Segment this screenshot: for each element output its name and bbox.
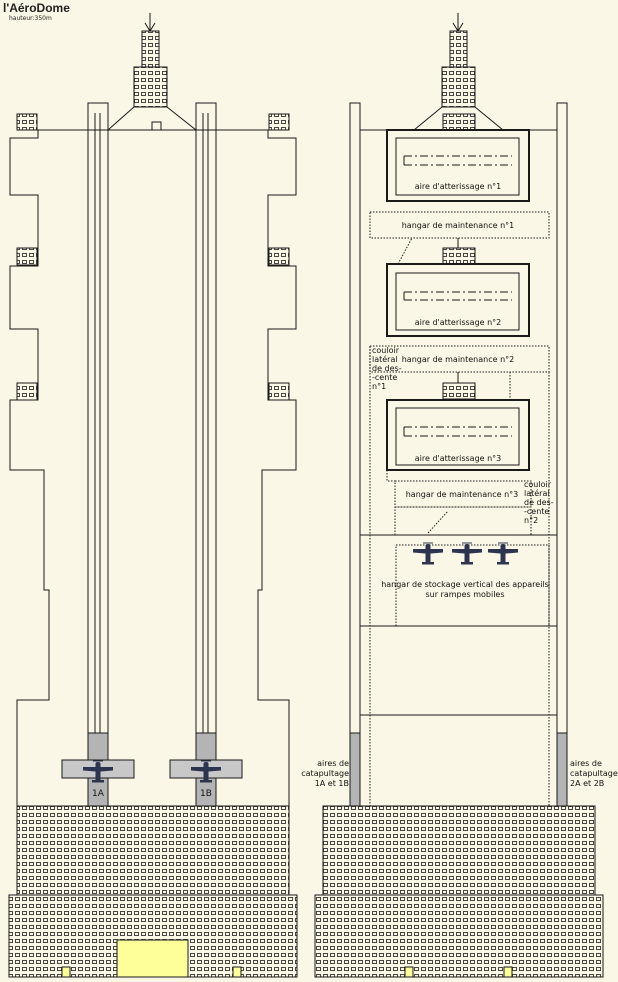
- svg-text:catapultage: catapultage: [570, 769, 618, 778]
- spire-upper: [141, 30, 160, 68]
- catapult-2-right: [556, 732, 568, 807]
- left-elevation: [8, 13, 298, 978]
- runway-1: [386, 129, 530, 202]
- svg-text:aires de: aires de: [317, 759, 349, 768]
- catapult-1A-label: 1A: [92, 789, 105, 799]
- catapult-left-label: aires de catapultage 1A et 1B: [301, 759, 349, 788]
- svg-text:n°2: n°2: [524, 516, 538, 525]
- svg-text:aires de: aires de: [570, 759, 602, 768]
- corridor-2-label: couloir latéral de des- -cente n°2: [524, 480, 554, 525]
- corridor-1-label: couloir latéral de des- -cente n°1: [372, 346, 402, 391]
- shaft-1A: [87, 102, 109, 807]
- svg-text:latéral: latéral: [372, 354, 398, 364]
- facade-left-profile: [9, 129, 88, 806]
- wall-right: [556, 102, 568, 807]
- page-title: l'AéroDome: [3, 1, 70, 15]
- right-section: [314, 13, 604, 978]
- hangar-1: [369, 211, 550, 239]
- airplane-icon: [412, 542, 444, 565]
- airplane-icon: [487, 542, 519, 565]
- hangar-3-label: hangar de maintenance n°3: [406, 490, 519, 499]
- runway-1-label: aire d'atterissage n°1: [415, 182, 502, 191]
- catapult-2-left: [349, 732, 361, 807]
- hangar-1-label: hangar de maintenance n°1: [402, 221, 515, 230]
- svg-text:de des-: de des-: [372, 364, 402, 373]
- svg-text:hangar de stockage vertical de: hangar de stockage vertical des appareil…: [381, 580, 549, 589]
- svg-text:1A et 1B: 1A et 1B: [315, 779, 349, 788]
- spire-roof-right: [166, 106, 216, 131]
- svg-text:latéral: latéral: [524, 488, 550, 498]
- base-upper: [16, 805, 290, 896]
- svg-text:de des-: de des-: [524, 498, 554, 507]
- airplane-icon: [451, 542, 483, 565]
- facade-right-profile: [216, 129, 297, 806]
- down-arrow-icon: [144, 13, 156, 32]
- spire-lower: [133, 66, 168, 108]
- page-subtitle: hauteur:350m: [9, 15, 52, 22]
- shaft-1B: [195, 102, 217, 807]
- base-upper-right: [322, 805, 596, 896]
- svg-text:-cente: -cente: [372, 373, 397, 382]
- svg-text:couloir: couloir: [372, 346, 400, 355]
- runway-2: [386, 263, 530, 337]
- down-arrow-icon: [452, 13, 464, 32]
- svg-text:n°1: n°1: [372, 382, 386, 391]
- main-entrance: [116, 939, 189, 978]
- runway-3-label: aire d'atterissage n°3: [415, 454, 502, 463]
- wall-left: [349, 102, 361, 807]
- svg-text:2A et 2B: 2A et 2B: [570, 779, 604, 788]
- runway-3: [386, 399, 530, 471]
- svg-text:sur rampes mobiles: sur rampes mobiles: [425, 590, 504, 599]
- storage-label: hangar de stockage vertical des appareil…: [381, 580, 549, 599]
- base-lower-right: [314, 894, 604, 978]
- svg-text:catapultage: catapultage: [301, 769, 349, 778]
- hangar-2-label: hangar de maintenance n°2: [402, 355, 515, 364]
- catapult-right-label: aires de catapultage 2A et 2B: [570, 759, 618, 788]
- runway-2-label: aire d'atterissage n°2: [415, 318, 502, 327]
- svg-text:couloir: couloir: [524, 480, 552, 489]
- catapult-1B-label: 1B: [200, 789, 212, 799]
- svg-text:-cente: -cente: [524, 507, 549, 516]
